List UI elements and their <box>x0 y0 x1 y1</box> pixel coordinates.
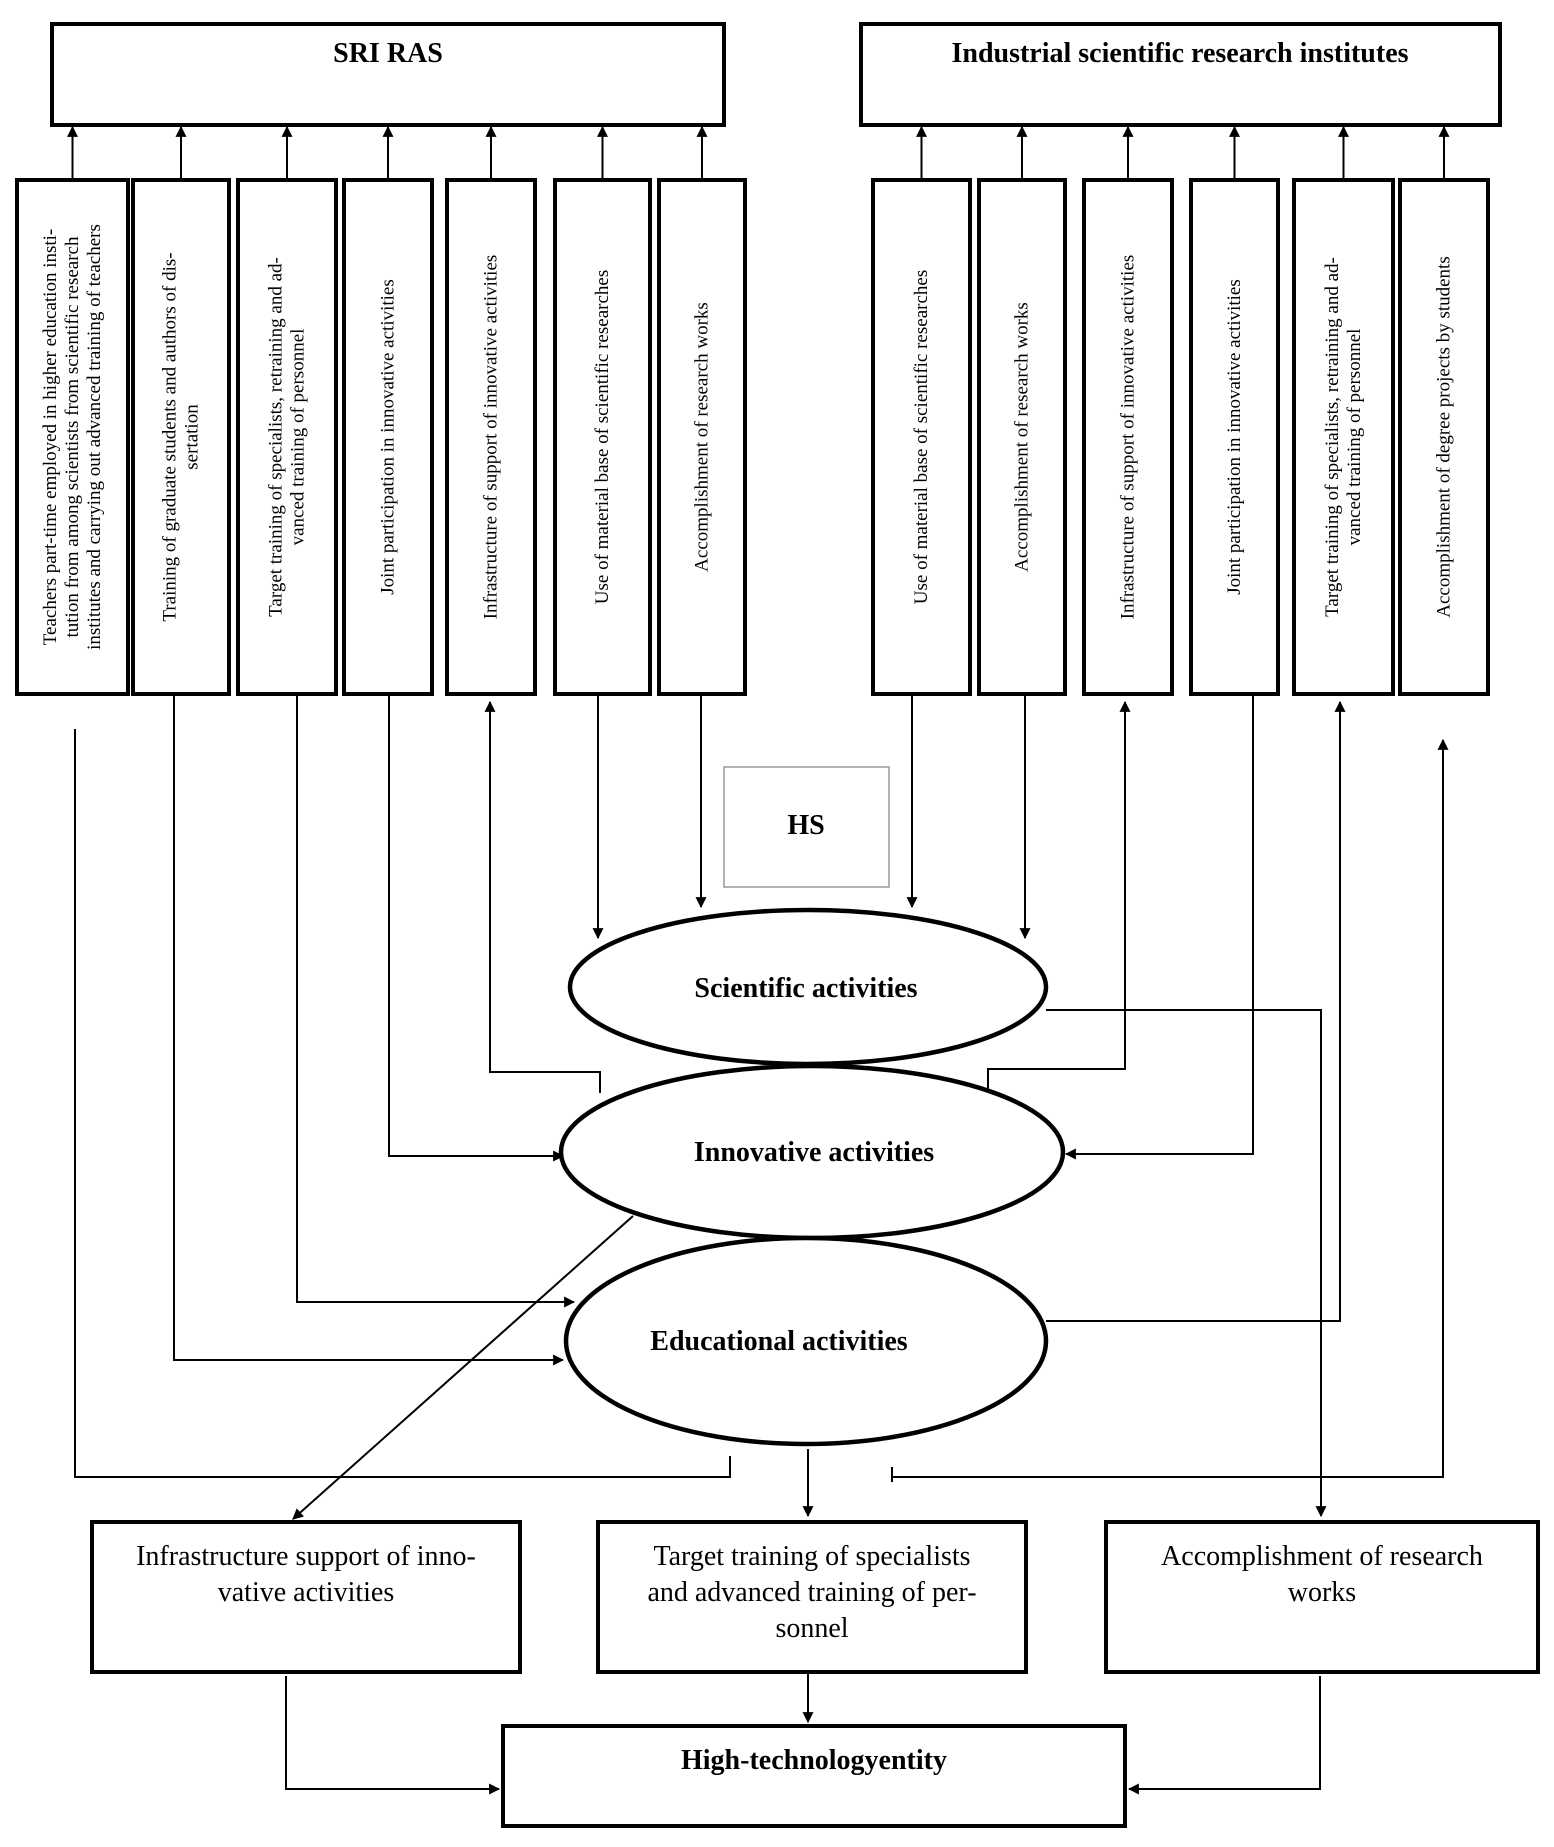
research-works-line-2: works <box>1288 1577 1356 1608</box>
infrastructure-support-line-2: vative activities <box>218 1577 395 1608</box>
scientific-activities-label: Scientific activities <box>694 973 917 1004</box>
infrastructure-support-line-1: Infrastructure support of inno- <box>136 1541 476 1572</box>
target-training-line-1: Target training of specialists <box>653 1541 970 1572</box>
sri-ras-column-3-label-line-2: vanced training of personnel <box>288 329 309 546</box>
sri-ras-column-3-label-line-1: Target training of specialists, retraini… <box>266 257 287 617</box>
industrial-column-5-label-line-1: Target training of specialists, retraini… <box>1322 257 1343 617</box>
target-training-box <box>596 1520 1028 1674</box>
industrial-column-6-label-line-1: Accomplishment of degree projects by stu… <box>1434 256 1455 617</box>
industrial-institutes-title: Industrial scientific research institute… <box>951 38 1408 69</box>
sri-ras-column-4-label-line-1: Joint participation in innovative activi… <box>378 279 399 595</box>
educational-activities-ellipse <box>563 1235 1049 1447</box>
connector-lines <box>74 694 1449 1795</box>
research-works-box <box>1104 1520 1540 1674</box>
industrial-column-3-label-line-1: Infrastructure of support of innovative … <box>1118 255 1139 620</box>
target-training-line-2: and advanced training of per- <box>647 1577 976 1608</box>
high-technology-entity-box <box>501 1724 1127 1828</box>
sri-ras-column-6-label-line-1: Use of material base of scientific resea… <box>592 270 613 604</box>
column-boxes: Teachers part-time employed in higher ed… <box>15 125 1490 696</box>
target-training-line-3: sonnel <box>775 1613 848 1644</box>
sri-ras-box <box>50 22 726 127</box>
high-technology-entity-label: High-technologyentity <box>681 1745 947 1776</box>
industrial-column-1-label-line-1: Use of material base of scientific resea… <box>911 270 932 604</box>
innovative-activities-label: Innovative activities <box>694 1137 934 1168</box>
infrastructure-support-box <box>90 1520 522 1674</box>
sri-ras-column-5-label-line-1: Infrastructure of support of innovative … <box>481 255 502 620</box>
sri-ras-column-1-label-line-1: Teachers part-time employed in higher ed… <box>40 229 61 646</box>
industrial-column-2-label-line-1: Accomplishment of research works <box>1012 302 1033 572</box>
industrial-column-4-label-line-1: Joint participation in innovative activi… <box>1224 279 1245 595</box>
educational-activities-label: Educational activities <box>650 1326 908 1357</box>
sri-ras-column-1-label-line-3: institutes and carrying out advanced tra… <box>84 224 105 650</box>
industrial-institutes-box <box>859 22 1502 127</box>
research-works-line-1: Accomplishment of research <box>1161 1541 1483 1572</box>
sri-ras-column-1-label-line-2: tution from among scientists from scient… <box>62 236 83 637</box>
sri-ras-column-2-label-line-1: Training of graduate students and author… <box>160 252 181 621</box>
hs-label: HS <box>787 810 824 841</box>
sri-ras-column-7-label-line-1: Accomplishment of research works <box>692 302 713 572</box>
sri-ras-title: SRI RAS <box>333 38 443 69</box>
sri-ras-column-2-label-line-2: sertation <box>182 404 203 470</box>
hs-box <box>723 766 890 888</box>
industrial-column-5-label-line-2: vanced training of personnel <box>1344 329 1365 546</box>
